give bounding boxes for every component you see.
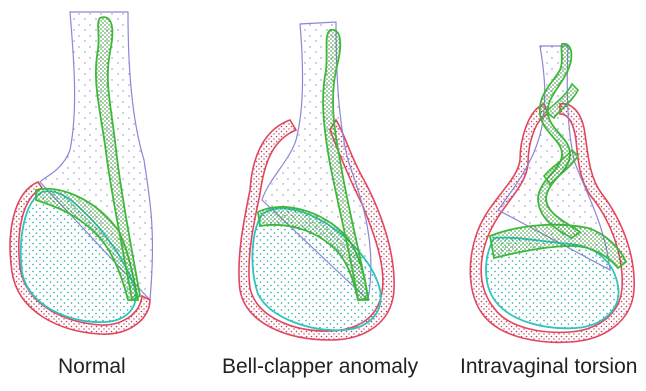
panel-bell-clapper	[239, 22, 394, 340]
label-bell-clapper: Bell-clapper anomaly	[222, 355, 418, 379]
label-intravaginal-torsion: Intravaginal torsion	[460, 355, 637, 379]
panel-normal	[10, 12, 152, 334]
label-normal: Normal	[58, 355, 126, 379]
panel-torsion	[470, 44, 634, 343]
